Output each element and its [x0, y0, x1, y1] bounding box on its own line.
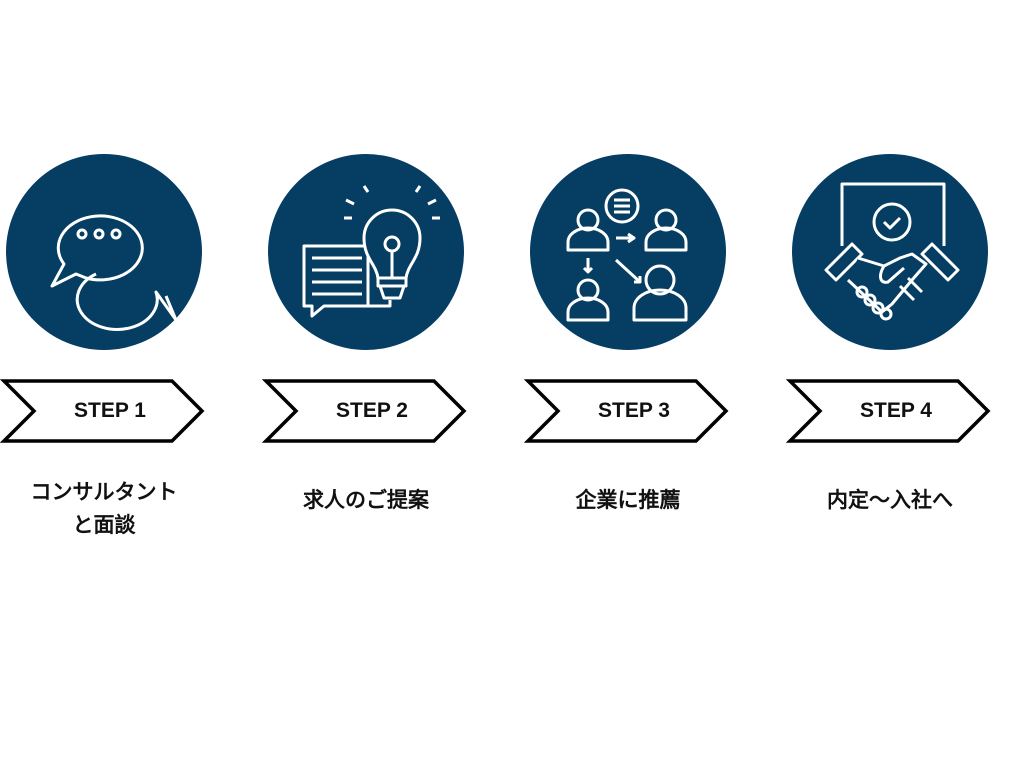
step-2-label: STEP 2 [336, 399, 408, 422]
step-2-description: 求人のご提案 [246, 484, 486, 517]
chat-bubbles-icon [50, 214, 178, 331]
step-2-circle [268, 154, 464, 350]
step-3-description: 企業に推薦 [508, 484, 748, 517]
handshake-contract-icon [824, 182, 960, 321]
step-1-circle [6, 154, 202, 350]
description-line: 企業に推薦 [575, 488, 681, 512]
step-4-chevron: STEP 4 [780, 378, 992, 444]
step-1-description: コンサルタント と面談 [0, 476, 224, 542]
step-1-label: STEP 1 [74, 399, 146, 422]
step-1-chevron: STEP 1 [0, 378, 206, 444]
step-4-description: 内定〜入社へ [770, 484, 1010, 517]
step-1: STEP 1 コンサルタント と面談 [0, 150, 214, 550]
step-2: STEP 2 求人のご提案 [256, 150, 476, 550]
description-line: コンサルタント [30, 480, 178, 504]
description-line: と面談 [72, 513, 136, 537]
people-network-icon [566, 188, 688, 322]
lightbulb-document-icon [302, 185, 440, 318]
description-line: 求人のご提案 [303, 488, 429, 512]
step-2-chevron: STEP 2 [256, 378, 468, 444]
step-4: STEP 4 内定〜入社へ [780, 150, 1000, 550]
step-3-chevron: STEP 3 [518, 378, 730, 444]
step-4-label: STEP 4 [860, 399, 932, 422]
step-3-circle [530, 154, 726, 350]
step-4-circle [792, 154, 988, 350]
step-3: STEP 3 企業に推薦 [518, 150, 738, 550]
description-line: 内定〜入社へ [827, 488, 953, 512]
step-3-label: STEP 3 [598, 399, 670, 422]
